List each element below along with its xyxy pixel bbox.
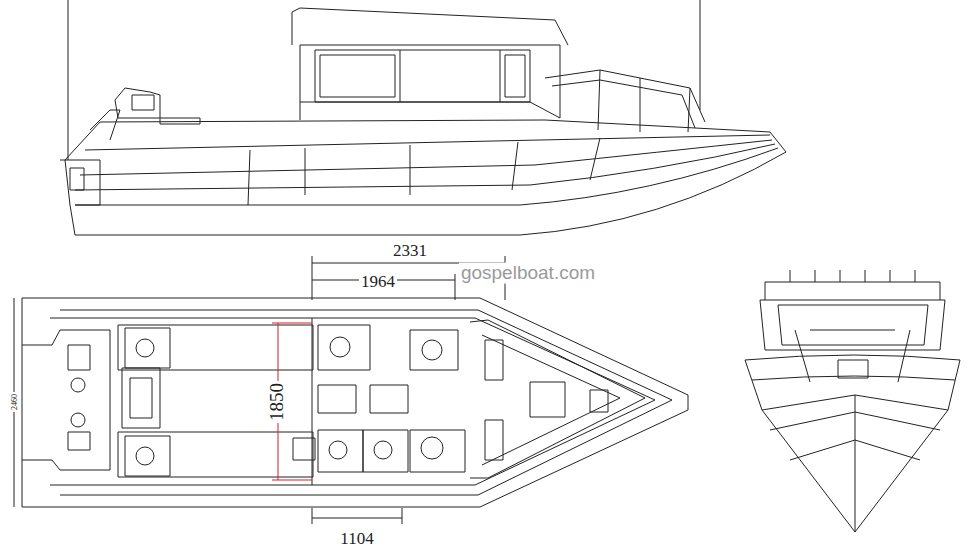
dimension-label: 1104 (338, 530, 375, 549)
dimension-label: 1964 (359, 273, 397, 292)
dimension-lines (14, 256, 505, 524)
front-view (745, 270, 960, 532)
watermark: gospelboat.com (459, 263, 597, 284)
dimension-label: 2460 (11, 392, 20, 412)
side-view (60, 0, 786, 235)
dimension-label: 2331 (391, 242, 429, 261)
top-view (22, 298, 688, 507)
dimension-label: 1850 (267, 381, 288, 423)
